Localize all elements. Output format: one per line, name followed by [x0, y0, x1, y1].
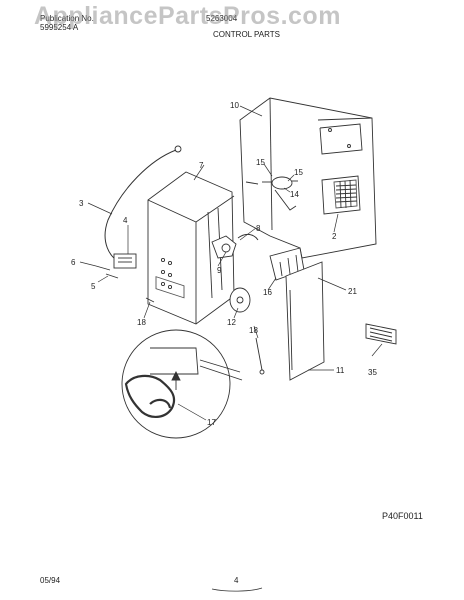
leader-lines: [79, 105, 383, 421]
callout-12: 12: [227, 318, 236, 327]
callout-18b: 18: [249, 326, 258, 335]
callout-18a: 18: [137, 318, 146, 327]
callout-3: 3: [79, 199, 84, 208]
screen-grille-2: [321, 175, 361, 215]
callout-10: 10: [230, 101, 239, 110]
callout-5: 5: [91, 282, 96, 291]
wire-harness-detail-17: [121, 329, 243, 439]
page-number: 4: [234, 576, 239, 585]
callout-9: 9: [217, 266, 222, 275]
publication-label: Publication No.: [40, 14, 94, 23]
footer-date: 05/94: [40, 576, 61, 585]
side-cover-21: [285, 261, 325, 381]
control-housing-7: [147, 171, 235, 325]
callout-15a: 15: [256, 158, 265, 167]
callout-8: 8: [256, 224, 261, 233]
footer-swoosh: [211, 587, 263, 592]
model-number: 5263004: [206, 14, 238, 23]
watermark: AppliancePartsPros.com: [34, 2, 341, 30]
callout-6: 6: [71, 258, 76, 267]
callout-16: 16: [263, 288, 272, 297]
callout-21: 21: [348, 287, 357, 296]
callout-17: 17: [207, 418, 216, 427]
publication-number: 5995254 A: [40, 23, 79, 32]
section-title: CONTROL PARTS: [213, 30, 280, 39]
switch-8-9: [211, 233, 259, 259]
callout-11: 11: [336, 366, 345, 375]
power-cord-3: [104, 149, 177, 263]
capacitor-15: [262, 176, 298, 211]
callout-15b: 15: [294, 168, 303, 177]
callout-2: 2: [332, 232, 337, 241]
callout-35: 35: [368, 368, 377, 377]
callout-14: 14: [290, 190, 299, 199]
bearing-disc-12: [229, 287, 251, 313]
figure-code: P40F0011: [382, 511, 423, 521]
callout-7: 7: [199, 161, 204, 170]
control-board-4: [113, 253, 137, 269]
filter-35: [365, 323, 397, 345]
callout-4: 4: [123, 216, 128, 225]
screw-18: [255, 337, 265, 375]
screws-6: [95, 181, 259, 303]
